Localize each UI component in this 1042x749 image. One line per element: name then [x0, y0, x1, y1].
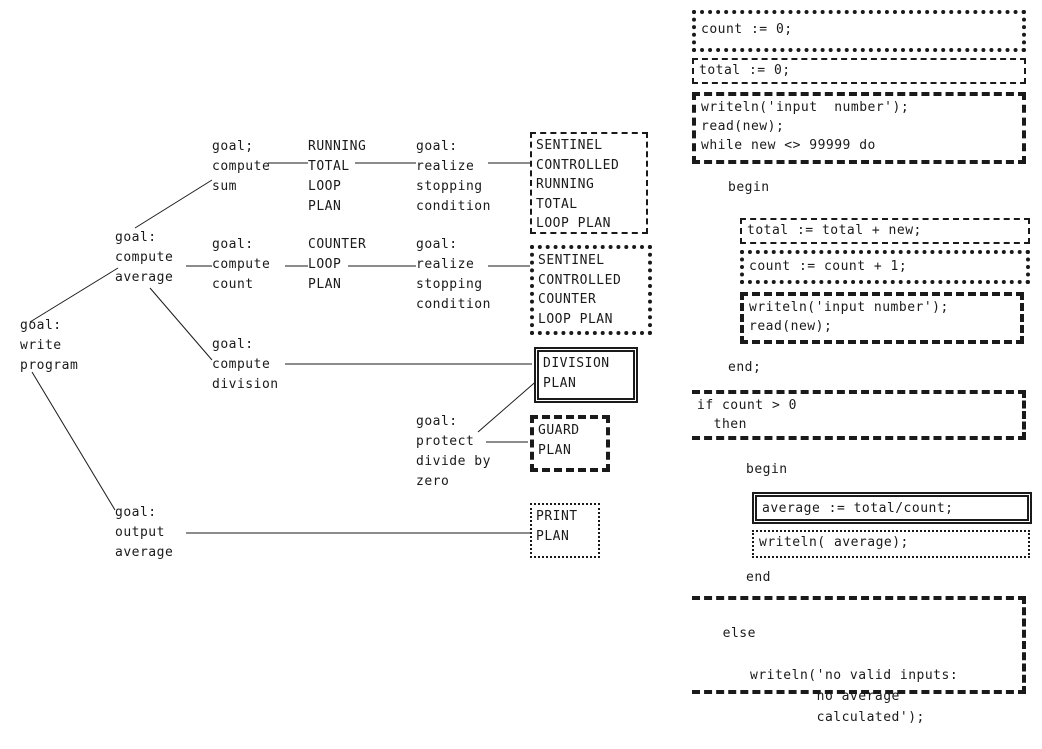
- code-begin-1: begin: [728, 180, 770, 195]
- code-else: else: [722, 626, 756, 641]
- plan-guard: GUARD PLAN: [530, 415, 610, 472]
- code-write-average: writeln( average);: [752, 530, 1030, 558]
- running-total-loop-plan: RUNNING TOTAL LOOP PLAN: [308, 139, 367, 214]
- goal-compute-average: goal: compute average: [115, 230, 174, 285]
- goal-compute-count: goal: compute count: [212, 237, 271, 292]
- code-read-loop: writeln('input number'); read(new); whil…: [692, 92, 1026, 164]
- code-begin-2: begin: [746, 462, 788, 477]
- goal-write-program: goal: write program: [20, 318, 79, 373]
- code-end-2: end: [746, 570, 771, 585]
- code-else-block: else writeln('no valid inputs: no averag…: [692, 596, 1026, 725]
- counter-loop-plan: COUNTER LOOP PLAN: [308, 237, 367, 292]
- edge-write-to-output: [31, 371, 116, 511]
- plan-division: DIVISION PLAN: [534, 347, 638, 403]
- edge-protect-to-division: [477, 377, 541, 433]
- goal-stopping-condition-1: goal: realize stopping condition: [416, 139, 491, 214]
- goal-compute-division: goal: compute division: [212, 337, 279, 392]
- code-reread: writeln('input number'); read(new);: [740, 292, 1024, 344]
- edge-write-to-average: [29, 267, 119, 323]
- code-total-init: total := 0;: [692, 58, 1026, 84]
- code-count-init: count := 0;: [692, 10, 1026, 52]
- code-no-valid: writeln('no valid inputs: no average cal…: [750, 668, 959, 725]
- plan-sentinel-counter: SENTINEL CONTROLLED COUNTER LOOP PLAN: [530, 245, 652, 335]
- plan-sentinel-running-total: SENTINEL CONTROLLED RUNNING TOTAL LOOP P…: [530, 132, 648, 234]
- code-average: average := total/count;: [752, 492, 1032, 524]
- goal-output-average: goal: output average: [115, 505, 174, 560]
- edge-average-to-sum: [134, 179, 213, 229]
- goal-stopping-condition-2: goal: realize stopping condition: [416, 237, 491, 312]
- plan-print: PRINT PLAN: [530, 503, 600, 558]
- goal-protect-divide: goal: protect divide by zero: [416, 414, 491, 489]
- goal-compute-sum: goal; compute sum: [212, 139, 271, 194]
- code-count-add: count := count + 1;: [740, 250, 1030, 284]
- code-if-then: if count > 0 then: [692, 390, 1026, 440]
- connector-lines: [29, 162, 541, 534]
- edge-average-to-division: [149, 287, 213, 361]
- code-total-add: total := total + new;: [740, 218, 1030, 244]
- code-end-1: end;: [728, 360, 762, 375]
